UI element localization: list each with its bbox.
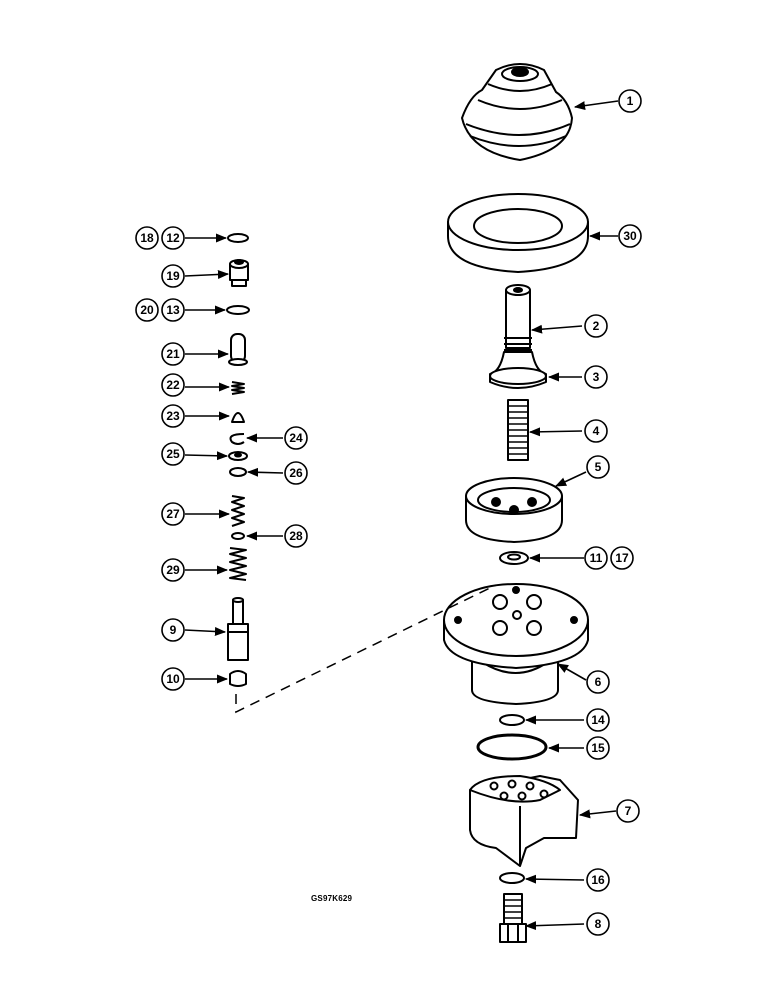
- callout-15: 15: [591, 741, 605, 755]
- callout-21: 21: [166, 347, 180, 361]
- part-seal-20-13: [226, 305, 250, 315]
- part-ring-plate: [447, 193, 589, 273]
- part-seal-18-12: [227, 233, 249, 243]
- callout-2: 2: [593, 319, 600, 333]
- part-spring-29: [229, 547, 247, 581]
- leader-7: [578, 809, 617, 819]
- part-valve-body: [469, 775, 579, 867]
- callout-17: 17: [615, 551, 629, 565]
- callout-13: 13: [166, 303, 180, 317]
- part-boot: [461, 63, 573, 161]
- part-pin-21: [228, 333, 248, 366]
- figure-code: GS97K629: [311, 894, 353, 903]
- part-plunger: [504, 284, 532, 351]
- leader-19: [184, 269, 230, 279]
- part-plunger-base: [489, 351, 547, 389]
- callout-23: 23: [166, 409, 180, 423]
- callout-10: 10: [166, 672, 180, 686]
- callout-20: 20: [140, 303, 154, 317]
- callout-30: 30: [623, 229, 637, 243]
- part-fitting: [499, 893, 527, 943]
- leader-25: [184, 451, 229, 461]
- leader-2: [530, 324, 583, 334]
- part-oring-small: [499, 714, 525, 726]
- part-threaded-stud: [507, 399, 529, 461]
- callout-12: 12: [166, 231, 180, 245]
- leader-16: [524, 874, 585, 884]
- part-cap-nut: [229, 259, 249, 287]
- part-spool-9: [227, 597, 249, 661]
- callout-9: 9: [170, 623, 177, 637]
- callout-3: 3: [593, 370, 600, 384]
- callout-16: 16: [591, 873, 605, 887]
- part-washer-11-17: [499, 551, 529, 565]
- callout-8: 8: [595, 917, 602, 931]
- part-clip-24: [229, 433, 245, 445]
- part-washer-28: [231, 532, 245, 540]
- callout-7: 7: [625, 804, 632, 818]
- leader-5: [554, 471, 587, 487]
- part-ball-23: [231, 412, 245, 423]
- callout-22: 22: [166, 378, 180, 392]
- part-flange-body: [443, 583, 589, 705]
- callout-18: 18: [140, 231, 154, 245]
- callout-29: 29: [166, 563, 180, 577]
- callout-26: 26: [289, 466, 303, 480]
- leader-6: [557, 663, 587, 681]
- part-oring-large: [476, 733, 548, 761]
- callout-25: 25: [166, 447, 180, 461]
- callout-14: 14: [591, 713, 605, 727]
- callout-27: 27: [166, 507, 180, 521]
- leader-9: [184, 627, 227, 636]
- callout-11: 11: [590, 551, 603, 565]
- leader-1: [573, 100, 619, 111]
- callout-28: 28: [289, 529, 303, 543]
- part-spring-27: [231, 495, 245, 527]
- callout-5: 5: [595, 460, 602, 474]
- leader-4: [528, 427, 583, 437]
- part-retainer-25: [228, 451, 248, 461]
- part-seal: [499, 872, 525, 884]
- part-washer-26: [229, 467, 247, 477]
- leader-8: [524, 921, 585, 931]
- leader-26: [246, 467, 284, 477]
- part-cap-10: [229, 670, 247, 687]
- part-cup-plate: [465, 477, 563, 543]
- callout-19: 19: [166, 269, 180, 283]
- callout-1: 1: [627, 94, 634, 108]
- part-spring-22: [231, 381, 245, 395]
- callout-24: 24: [289, 431, 303, 445]
- assembly-guide-line: [235, 584, 497, 714]
- callout-4: 4: [593, 424, 600, 438]
- callout-6: 6: [595, 675, 602, 689]
